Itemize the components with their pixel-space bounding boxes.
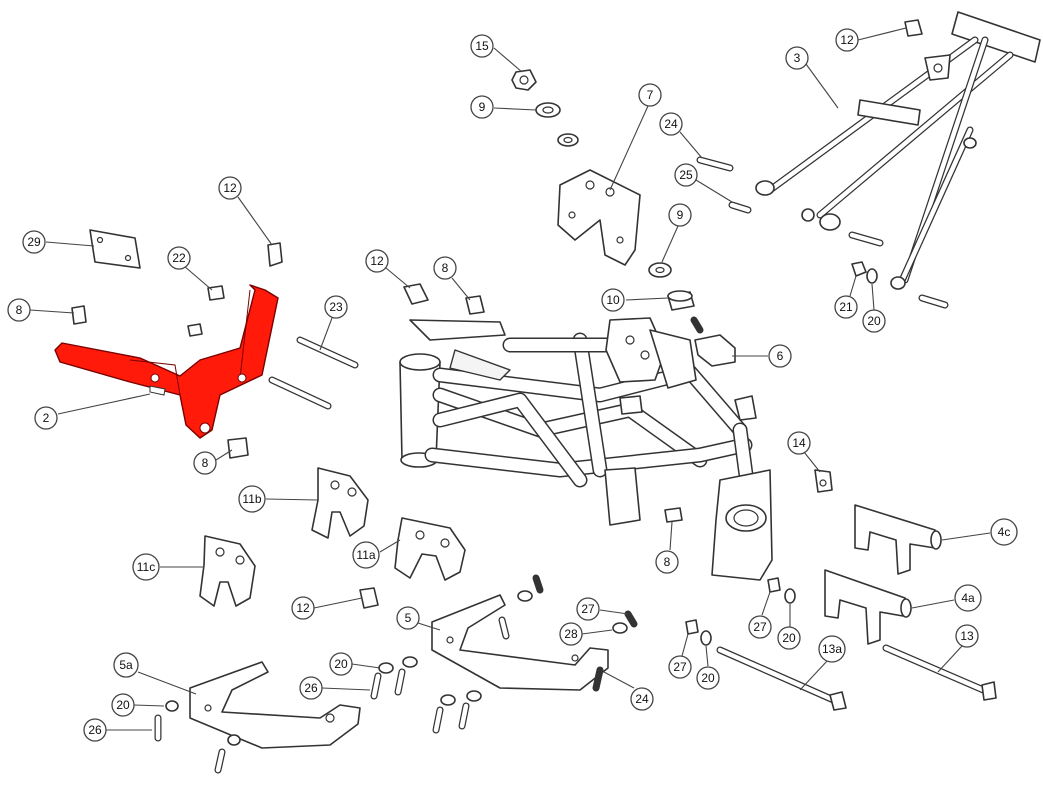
callout-5a: 5a — [113, 652, 197, 695]
svg-text:12: 12 — [223, 181, 237, 195]
svg-text:13a: 13a — [822, 642, 842, 656]
callout-10: 10 — [601, 288, 669, 312]
callout-24: 24 — [659, 112, 703, 159]
svg-text:20: 20 — [116, 698, 130, 712]
svg-text:11c: 11c — [137, 560, 155, 574]
svg-text:27: 27 — [673, 660, 687, 674]
svg-text:8: 8 — [202, 456, 209, 470]
svg-text:12: 12 — [840, 33, 854, 47]
callout-12: 12 — [365, 249, 411, 289]
callout-12: 12 — [835, 27, 907, 52]
svg-text:20: 20 — [782, 631, 796, 645]
main-frame — [399, 317, 773, 581]
highlighted-part-2 — [54, 284, 279, 439]
brackets-11 — [199, 467, 466, 607]
bracket-7 — [557, 169, 641, 266]
callout-20: 20 — [862, 283, 886, 333]
svg-text:12: 12 — [296, 601, 310, 615]
callout-12: 12 — [218, 176, 273, 246]
callout-11c: 11c — [132, 553, 204, 581]
callout-26: 26 — [83, 718, 152, 742]
callout-20: 20 — [696, 645, 720, 690]
callout-11a: 11a — [352, 539, 401, 569]
callout-21: 21 — [834, 275, 858, 319]
callouts: 15 9 7 24 25 9 12 3 29 22 — [7, 27, 1018, 742]
svg-text:2: 2 — [43, 411, 50, 425]
callout-14: 14 — [787, 431, 821, 473]
svg-text:27: 27 — [753, 620, 767, 634]
svg-text:4a: 4a — [961, 591, 975, 605]
callout-9: 9 — [470, 95, 537, 119]
svg-text:29: 29 — [27, 235, 41, 249]
svg-text:4c: 4c — [998, 525, 1011, 539]
svg-text:21: 21 — [839, 300, 853, 314]
callout-6: 6 — [732, 344, 792, 368]
callout-29: 29 — [22, 230, 95, 254]
svg-text:11a: 11a — [356, 548, 375, 562]
callout-8: 8 — [433, 256, 471, 301]
svg-text:3: 3 — [794, 51, 801, 65]
svg-text:20: 20 — [867, 314, 881, 328]
callout-15: 15 — [470, 34, 523, 73]
callout-4a: 4a — [911, 584, 982, 612]
callout-24: 24 — [603, 671, 654, 711]
svg-text:28: 28 — [564, 627, 578, 641]
callout-13a: 13a — [799, 635, 846, 691]
svg-text:10: 10 — [606, 293, 620, 307]
svg-text:24: 24 — [635, 692, 649, 706]
callout-7: 7 — [609, 83, 662, 191]
callout-8: 8 — [655, 521, 679, 574]
callout-8: 8 — [193, 449, 233, 475]
svg-text:6: 6 — [777, 349, 784, 363]
svg-text:27: 27 — [581, 602, 595, 616]
svg-text:14: 14 — [792, 436, 806, 450]
fasteners-lower — [154, 574, 997, 774]
cross-members-4 — [824, 504, 942, 645]
callout-22: 22 — [167, 246, 213, 291]
callout-26: 26 — [299, 676, 371, 700]
svg-text:25: 25 — [679, 168, 693, 182]
svg-text:13: 13 — [960, 629, 974, 643]
svg-text:5: 5 — [405, 611, 412, 625]
svg-text:9: 9 — [677, 208, 684, 222]
callout-12: 12 — [291, 596, 363, 620]
callout-20: 20 — [329, 652, 381, 676]
svg-text:8: 8 — [16, 303, 23, 317]
callout-27: 27 — [668, 633, 692, 679]
callout-2: 2 — [34, 393, 151, 430]
callout-13: 13 — [937, 624, 979, 673]
callout-27: 27 — [748, 591, 772, 639]
callout-9: 9 — [661, 203, 692, 263]
callout-23: 23 — [319, 295, 348, 351]
callout-20: 20 — [111, 693, 165, 717]
svg-text:24: 24 — [664, 117, 678, 131]
svg-text:8: 8 — [664, 555, 671, 569]
rear-subframe — [755, 11, 1041, 290]
svg-text:22: 22 — [172, 251, 186, 265]
skid-plates-5 — [189, 594, 609, 749]
callout-5: 5 — [396, 606, 441, 631]
callout-28: 28 — [559, 622, 613, 646]
svg-text:9: 9 — [479, 100, 486, 114]
svg-text:12: 12 — [370, 254, 384, 268]
callout-4c: 4c — [941, 518, 1018, 546]
callout-27: 27 — [576, 597, 629, 621]
svg-text:5a: 5a — [119, 658, 133, 672]
callout-8: 8 — [7, 298, 75, 322]
callout-3: 3 — [785, 46, 839, 109]
callout-20: 20 — [777, 604, 801, 650]
callout-11b: 11b — [238, 485, 319, 513]
svg-text:11b: 11b — [242, 492, 261, 506]
svg-text:20: 20 — [701, 671, 715, 685]
svg-text:23: 23 — [329, 300, 343, 314]
callout-25: 25 — [674, 163, 733, 203]
svg-text:20: 20 — [334, 657, 348, 671]
svg-text:8: 8 — [442, 261, 449, 275]
svg-text:7: 7 — [647, 88, 654, 102]
svg-text:26: 26 — [88, 723, 102, 737]
small-parts — [71, 19, 949, 609]
svg-text:26: 26 — [304, 681, 318, 695]
svg-text:15: 15 — [475, 39, 489, 53]
